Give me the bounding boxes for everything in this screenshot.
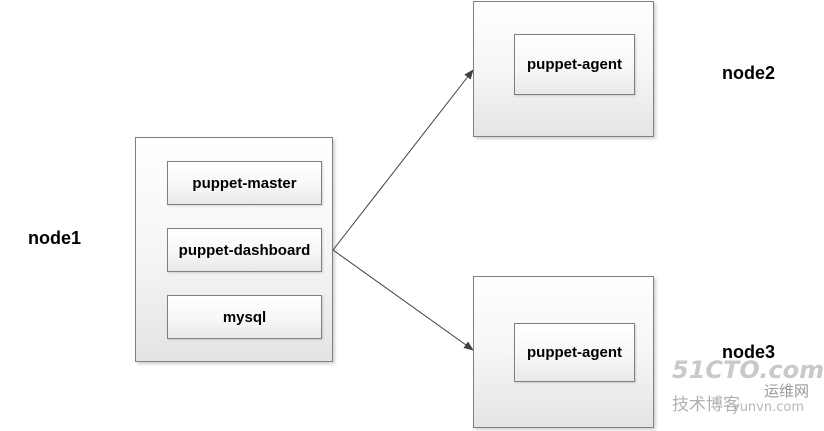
edge-node1-to-node2	[332, 69, 474, 251]
node1-box: puppet-master puppet-dashboard mysql	[135, 137, 333, 362]
node2-label: node2	[722, 63, 776, 83]
node3-label: node3	[722, 342, 776, 362]
node3-box: puppet-agent	[473, 276, 654, 428]
node1-label: node1	[28, 228, 82, 248]
edge-node1-to-node3	[332, 249, 474, 351]
mysql-box: mysql	[167, 295, 322, 339]
watermark-domain-text: yunvn.com	[732, 400, 805, 415]
node2-puppet-agent-box: puppet-agent	[514, 34, 635, 95]
watermark-ops-text: 运维网	[764, 382, 810, 400]
site-watermark: 51CTO.com 技术博客 运维网 yunvn.com	[672, 356, 824, 422]
puppet-dashboard-box: puppet-dashboard	[167, 228, 322, 272]
node3-puppet-agent-box: puppet-agent	[514, 323, 635, 382]
watermark-brand: 51CTO.com	[672, 356, 824, 384]
watermark-blog-text: 技术博客	[672, 395, 740, 415]
node2-box: puppet-agent	[473, 1, 654, 137]
puppet-master-box: puppet-master	[167, 161, 322, 205]
